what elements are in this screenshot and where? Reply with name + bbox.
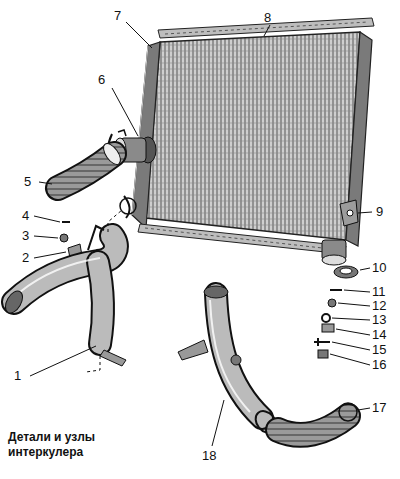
callout-number: 5 [24,174,31,189]
callout-number: 15 [372,342,386,357]
callout-number: 7 [114,8,121,23]
callout-number: 10 [372,260,386,275]
callout-number: 18 [202,448,216,463]
callout-number: 13 [372,312,386,327]
figure-caption: Детали и узлы интеркулера [8,430,138,460]
callout-number: 9 [376,204,383,219]
callout-number: 4 [22,208,29,223]
callout-number: 3 [22,228,29,243]
callout-number: 14 [372,327,386,342]
callout-number: 12 [372,298,386,313]
callout-number: 2 [22,250,29,265]
callout-number: 1 [14,368,21,383]
callout-number: 8 [264,10,271,25]
callout-number: 16 [372,357,386,372]
callout-number: 11 [372,284,386,299]
callout-number: 17 [372,400,386,415]
callout-number: 6 [98,72,105,87]
